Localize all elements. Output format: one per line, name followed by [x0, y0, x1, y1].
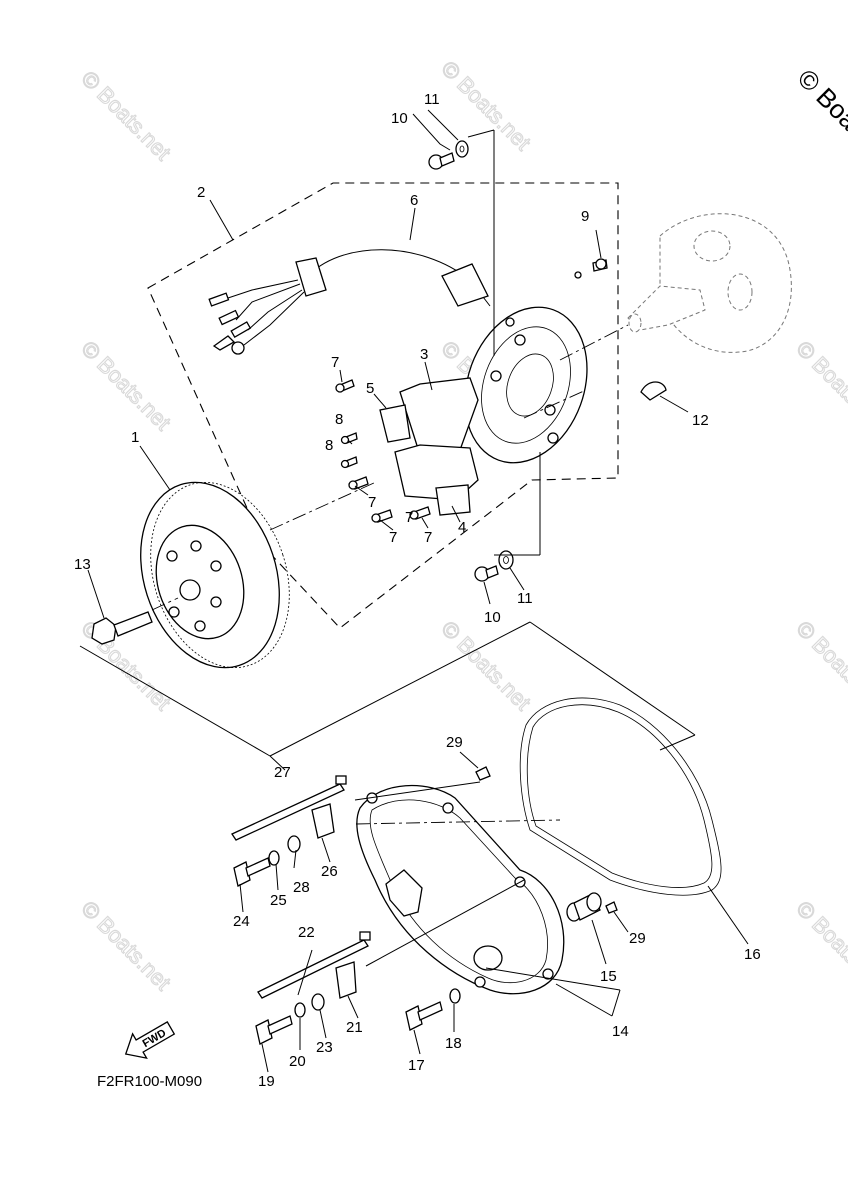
callout-24: 24 [233, 913, 250, 930]
callout-10: 10 [484, 609, 501, 626]
callout-20: 20 [289, 1053, 306, 1070]
pickup-coil-lower [435, 484, 471, 516]
callout-19: 19 [258, 1073, 275, 1090]
callout-27: 27 [274, 764, 291, 781]
watermark-text: © Boats.net [436, 56, 535, 155]
callout-4: 4 [458, 519, 466, 536]
callout-3: 3 [420, 346, 428, 363]
watermark-text: © Boats.net [76, 336, 175, 435]
fwd-arrow-icon: FWD [124, 1021, 176, 1060]
callout-13: 13 [74, 556, 91, 573]
fwd-label: FWD [141, 1027, 169, 1050]
woodruff-key [640, 381, 667, 401]
callout-9: 9 [581, 208, 589, 225]
callout-15: 15 [600, 968, 617, 985]
callout-12: 12 [692, 412, 709, 429]
callout-23: 23 [316, 1039, 333, 1056]
callout-11: 11 [517, 590, 533, 607]
callout-28: 28 [293, 879, 310, 896]
callout-7: 7 [389, 529, 397, 546]
crankcase-cover [356, 784, 565, 995]
callout-26: 26 [321, 863, 338, 880]
callout-29: 29 [629, 930, 646, 947]
callout-8: 8 [335, 411, 343, 428]
callout-14: 14 [612, 1023, 629, 1040]
callout-25: 25 [270, 892, 287, 909]
callout-29: 29 [446, 734, 463, 751]
callout-21: 21 [346, 1019, 363, 1036]
callout-2: 2 [197, 184, 205, 201]
crankshaft [627, 213, 792, 353]
dowel-pins [475, 766, 618, 922]
watermark-text: © Boats.net [791, 896, 848, 995]
callout-22: 22 [298, 924, 315, 941]
callout-7: 7 [424, 529, 432, 546]
flywheel-bolt [91, 611, 153, 645]
diagram-code: F2FR100-M090 [97, 1073, 202, 1090]
callout-10: 10 [391, 110, 408, 127]
watermark-text: © Boats.net [791, 616, 848, 715]
callout-18: 18 [445, 1035, 462, 1052]
callout-8: 8 [325, 437, 333, 454]
fastener-group [231, 775, 461, 1045]
callout-labels: 1 2 3 4 5 6 7 7 7 7 7 8 8 9 10 10 11 11 … [74, 91, 761, 1090]
wire-harness [208, 249, 491, 355]
cover-gasket [519, 697, 722, 896]
callout-17: 17 [408, 1057, 425, 1074]
callout-1: 1 [131, 429, 139, 446]
flywheel-rotor [140, 481, 290, 669]
watermark-text: © Boats.net [436, 616, 535, 715]
watermark-text: © Boats.net [791, 336, 848, 435]
corner-watermark: © Boats [792, 63, 848, 150]
watermark-text: © Boats.net [76, 896, 175, 995]
watermark-text: © Boats.net [76, 66, 175, 165]
pickup-coil-upper [379, 404, 411, 443]
screw-set [335, 140, 608, 582]
callout-7: 7 [405, 509, 413, 526]
callout-16: 16 [744, 946, 761, 963]
callout-6: 6 [410, 192, 418, 209]
cover-gasket-inner [526, 704, 713, 888]
stator-assembly-outline [147, 182, 619, 629]
leader-lines [79, 109, 749, 1073]
callout-7: 7 [368, 494, 376, 511]
callout-5: 5 [366, 380, 374, 397]
callout-7: 7 [331, 354, 339, 371]
callout-11: 11 [424, 91, 440, 108]
